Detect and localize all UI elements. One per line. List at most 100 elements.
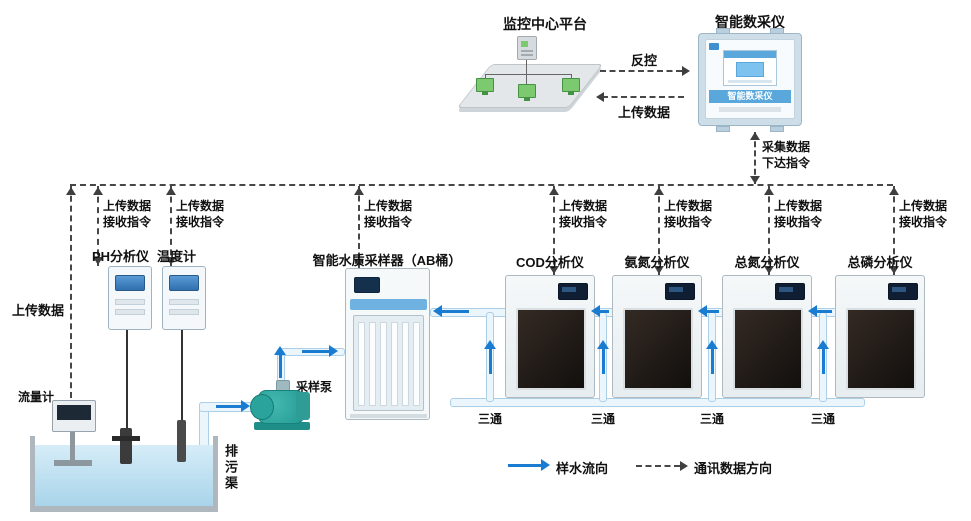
flow-meter-device: [52, 400, 96, 432]
arrow-up-icon: [750, 132, 760, 140]
server-slot: [521, 54, 533, 56]
arrow-up-icon: [166, 187, 176, 195]
arrow-up-icon: [889, 187, 899, 195]
cod-analyzer-label: COD分析仪: [516, 255, 584, 270]
arrow-up-icon: [764, 187, 774, 195]
legend-water-arrow: [508, 459, 550, 471]
network-line: [526, 60, 527, 74]
flow-arrow-up: [706, 340, 718, 374]
sampler-cabinet: [345, 268, 430, 420]
total-nitrogen-door: [733, 308, 803, 390]
data-collector-device: 智能数采仪: [698, 28, 802, 132]
comm-line-flow-meter: [70, 186, 72, 398]
total-nitrogen-screen: [775, 283, 805, 300]
ph-screen: [115, 275, 145, 291]
comm-label-cod: 上传数据 接收指令: [559, 198, 607, 230]
arrow-down-icon: [889, 266, 899, 274]
sampler-label: 智能水质采样器（AB桶）: [312, 253, 462, 268]
flow-arrow-up: [274, 346, 286, 378]
thermometer-keys: [169, 299, 199, 305]
cod-door: [516, 308, 586, 390]
upload-text: 上传数据: [103, 199, 152, 213]
flow-meter-base: [54, 460, 92, 466]
sample-bottle: [380, 322, 387, 406]
monitor-stand: [482, 92, 488, 95]
thermometer-probe: [177, 420, 186, 462]
comm-line-ammonia: [658, 186, 660, 275]
ammonia-analyzer-label: 氨氮分析仪: [624, 255, 690, 270]
sample-bottle: [358, 322, 365, 406]
flow-arrow-left: [591, 305, 609, 317]
network-line: [485, 74, 572, 75]
monitoring-platform-icon: [456, 34, 604, 118]
upload-text: 上传数据: [664, 199, 713, 213]
comm-line-total-nitrogen: [768, 186, 770, 275]
tee-label: 三通: [477, 412, 502, 426]
ph-analyzer-label: PH分析仪: [92, 249, 150, 264]
receive-text: 接收指令: [899, 215, 948, 229]
flow-meter-screen: [57, 405, 91, 420]
mount-tab: [716, 126, 730, 132]
receive-text: 接收指令: [774, 215, 823, 229]
total-phosphorus-door: [846, 308, 916, 390]
server-icon: [517, 36, 537, 60]
comm-label-ammonia: 上传数据 接收指令: [664, 198, 712, 230]
thermometer-probe-cable: [181, 330, 183, 422]
tee-label: 三通: [590, 412, 615, 426]
sample-bottle: [413, 322, 420, 406]
comm-line-thermometer: [170, 186, 172, 266]
arrow-right-icon: [682, 66, 690, 76]
channel-label: 排污渠: [223, 444, 238, 492]
legend-comm-arrowhead: [680, 461, 688, 471]
ammonia-door: [623, 308, 693, 390]
sample-bottle: [391, 322, 398, 406]
comm-label-total-nitrogen: 上传数据 接收指令: [774, 198, 822, 230]
screen-line: [728, 80, 772, 83]
total-phosphorus-analyzer-device: [835, 275, 925, 398]
send-command-label: 下达指令: [762, 156, 811, 170]
monitor-stand: [568, 92, 574, 95]
arrow-down-icon: [750, 176, 760, 184]
sample-bottle: [402, 322, 409, 406]
sampler-screen: [354, 277, 380, 293]
comm-line-ph: [97, 186, 99, 266]
ph-keys: [115, 309, 145, 315]
ph-probe: [120, 428, 132, 464]
monitor-icon: [562, 78, 580, 92]
platform-title: 监控中心平台: [503, 16, 587, 32]
server-slot: [521, 50, 533, 52]
upload-text: 上传数据: [364, 199, 413, 213]
ammonia-screen: [665, 283, 695, 300]
brand-logo-icon: [709, 43, 719, 50]
comm-label-ph: 上传数据 接收指令: [103, 198, 151, 230]
comm-label-total-phosphorus: 上传数据 接收指令: [899, 198, 947, 230]
ph-analyzer-device: [108, 266, 152, 330]
network-line: [485, 74, 486, 79]
ph-probe-handle: [112, 436, 140, 441]
comm-line-sampler: [358, 186, 360, 268]
collector-screen: [723, 50, 777, 86]
receive-text: 接收指令: [664, 215, 713, 229]
left-upload-label: 上传数据: [12, 303, 65, 318]
monitor-icon: [518, 84, 536, 98]
upload-data-label: 上传数据: [617, 105, 670, 120]
comm-line-cod: [553, 186, 555, 275]
flow-arrow-right: [216, 400, 250, 412]
flow-arrow-right: [302, 345, 338, 357]
collect-data-label: 采集数据: [762, 140, 811, 154]
monitor-icon: [476, 78, 494, 92]
receive-text: 接收指令: [559, 215, 608, 229]
arrow-down-icon: [93, 257, 103, 265]
comm-label-thermometer: 上传数据 接收指令: [176, 198, 224, 230]
sampling-pump-device: [250, 380, 312, 432]
network-line: [571, 74, 572, 79]
flow-arrow-left: [698, 305, 719, 317]
cod-analyzer-device: [505, 275, 595, 398]
pump-motor: [296, 392, 310, 420]
legend-comm-line: [636, 465, 680, 467]
sampler-band: [350, 299, 427, 310]
upload-text: 上传数据: [774, 199, 823, 213]
arrow-down-icon: [654, 266, 664, 274]
arrow-up-icon: [549, 187, 559, 195]
mount-tab: [770, 126, 784, 132]
